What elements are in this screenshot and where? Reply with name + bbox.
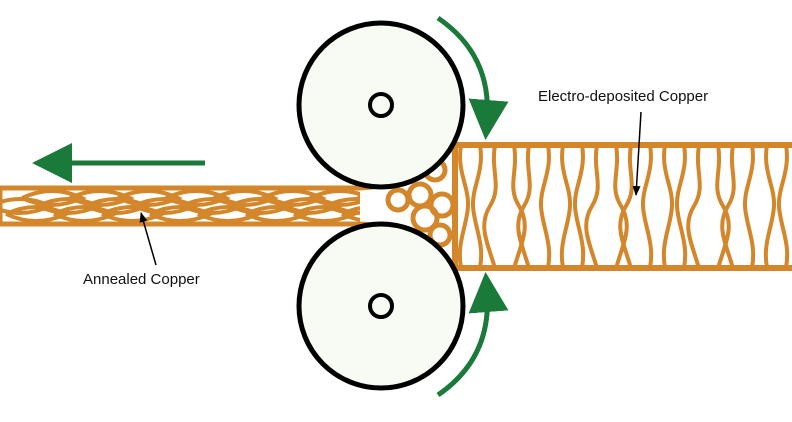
columnar-grain <box>482 145 498 268</box>
top-rotation-arrow <box>436 15 509 140</box>
bottom-rotation-arrow <box>436 272 509 398</box>
columnar-grain <box>742 145 756 268</box>
columnar-grain <box>613 145 629 268</box>
annealed-copper-label: Annealed Copper <box>83 271 200 288</box>
columnar-grain <box>470 145 484 268</box>
columnar-grain <box>516 145 532 268</box>
columnar-grain <box>559 145 573 268</box>
electro-deposited-copper-label: Electro-deposited Copper <box>538 88 709 105</box>
columnar-grain <box>584 145 600 268</box>
columnar-grain <box>538 145 552 268</box>
bottom-roller-axle <box>368 293 394 319</box>
columnar-grain <box>618 145 634 268</box>
columnar-grain <box>511 145 527 268</box>
columnar-grain <box>763 145 777 268</box>
columnar-grain <box>720 145 736 268</box>
elongated-grain <box>341 205 400 223</box>
columnar-grain <box>674 145 688 268</box>
top-roller <box>296 20 466 190</box>
columnar-grain <box>776 145 790 268</box>
electro-pointer <box>632 111 642 196</box>
columnar-grain <box>457 145 471 268</box>
annealed-pointer <box>139 212 157 266</box>
bottom-roller <box>296 221 466 391</box>
columnar-grain <box>572 145 586 268</box>
electro-deposited-copper-strip <box>452 142 792 271</box>
columnar-grain <box>686 145 702 268</box>
top-roller-axle <box>368 92 394 118</box>
columnar-grain <box>640 145 654 268</box>
columnar-grain <box>715 145 731 268</box>
columnar-grain <box>661 145 675 268</box>
